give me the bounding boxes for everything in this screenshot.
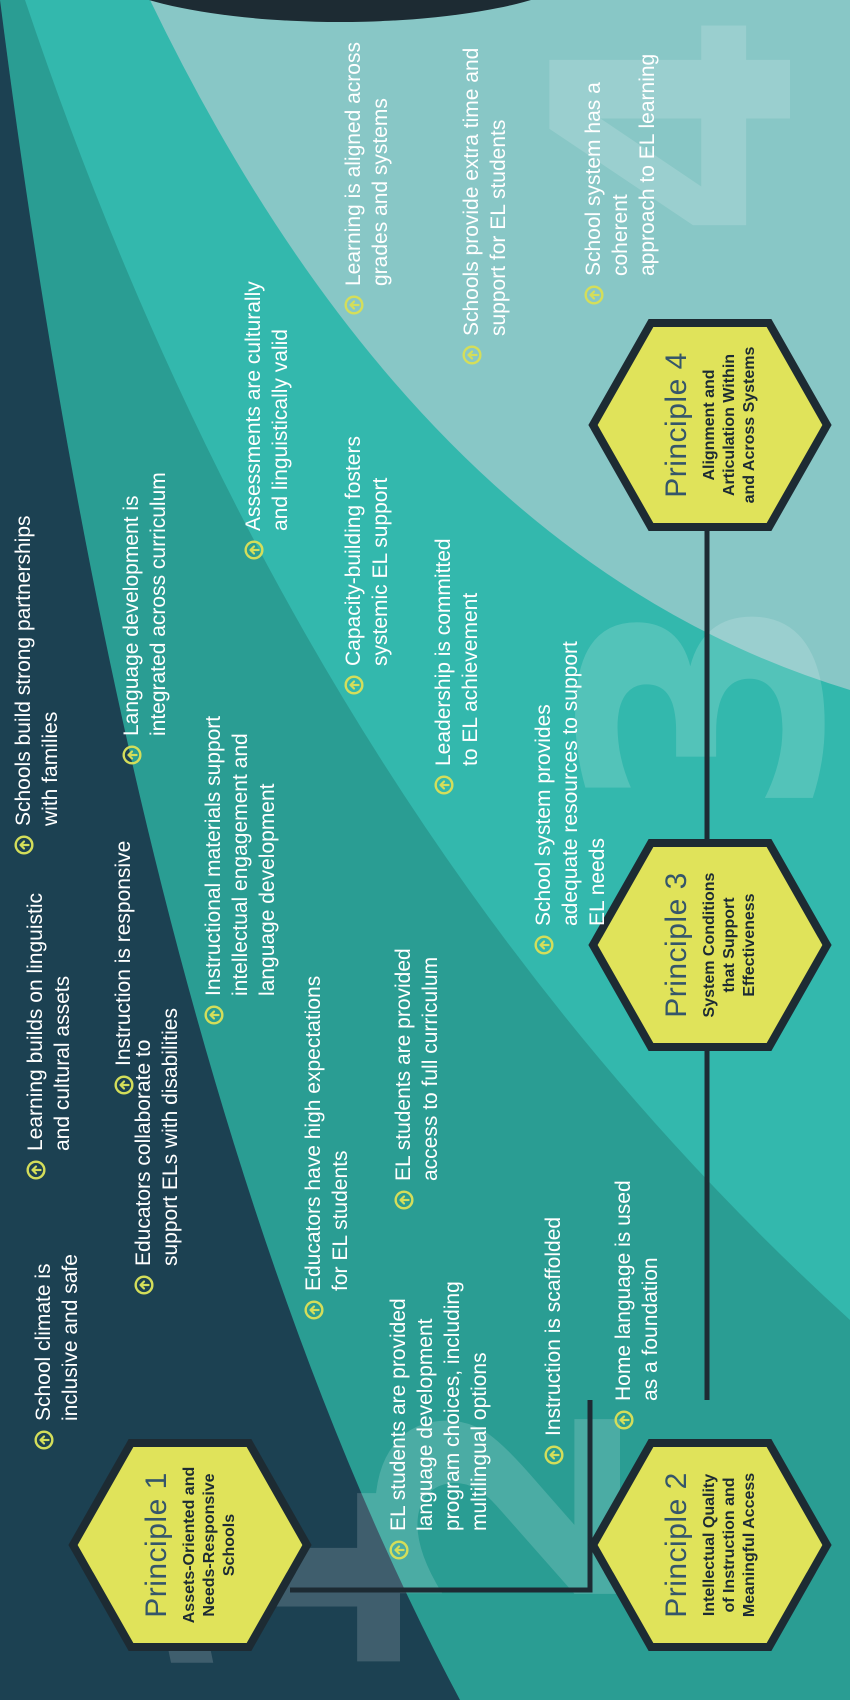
bullet-text: Schools build strong partnerships with f… (12, 515, 62, 826)
principle-2-bullet: Instructional materials support intellec… (200, 716, 281, 1025)
principle-4-bullet: Learning is aligned across grades and sy… (340, 42, 394, 315)
principle-2-hexagon: Principle 2 Intellectual Quality of Inst… (585, 1435, 835, 1655)
principle-2-bullet: Language development is integrated acros… (118, 472, 172, 765)
background-numeral-3: 3 (514, 590, 850, 820)
principle-4-bullet: School system has a coherent approach to… (580, 0, 661, 305)
arrow-up-circle-icon (344, 295, 364, 315)
principle-1-bullet: School climate is inclusive and safe (30, 1254, 84, 1450)
principle-1-bullet: Learning builds on linguistic and cultur… (22, 893, 76, 1180)
principle-3-bullet: Capacity-building fosters systemic EL su… (340, 436, 394, 695)
bullet-text: Schools provide extra time and support f… (460, 47, 510, 336)
arrow-up-circle-icon (244, 540, 264, 560)
principle-1-hexagon: Principle 1 Assets-Oriented and Needs-Re… (65, 1435, 315, 1655)
bullet-text: Instruction is scaffolded (542, 1216, 565, 1436)
arrow-up-circle-icon (584, 285, 604, 305)
principle-3-bullet: School system provides adequate resource… (530, 641, 611, 955)
arrow-up-circle-icon (122, 745, 142, 765)
connector-1-2 (290, 1400, 593, 1593)
principle-2-bullet: Instruction is scaffolded (540, 1217, 567, 1465)
principle-2-title: Intellectual Quality of Instruction and … (701, 1472, 758, 1618)
bullet-text: Learning builds on linguistic and cultur… (24, 893, 74, 1151)
arrow-up-circle-icon (544, 1445, 564, 1465)
principle-1-label: Principle 1 (140, 1472, 173, 1618)
arrow-up-circle-icon (389, 1540, 409, 1560)
bullet-text: Instruction is responsive (112, 840, 135, 1066)
principle-2-bullet: EL students are provided language develo… (385, 1281, 493, 1560)
principle-3-hexagon: Principle 3 System Conditions that Suppo… (585, 835, 835, 1055)
arrow-up-circle-icon (394, 1190, 414, 1210)
bullet-text: Instructional materials support intellec… (202, 715, 279, 996)
principle-3-bullet: Leadership is committed to EL achievemen… (430, 538, 484, 795)
principle-1-title: Assets-Oriented and Needs-Responsive Sch… (181, 1466, 238, 1624)
bullet-text: Educators collaborate to support ELs wit… (132, 1008, 182, 1266)
principle-3-bullet: Assessments are culturally and linguisti… (240, 281, 294, 560)
principle-4-title: Alignment and Articulation Within and Ac… (701, 346, 758, 504)
principle-4-label: Principle 4 (660, 352, 693, 498)
arrow-up-circle-icon (34, 1430, 54, 1450)
principle-2-bullet: EL students are provided access to full … (390, 948, 444, 1210)
principle-4-bullet: Schools provide extra time and support f… (458, 48, 512, 365)
bullet-text: Capacity-building fosters systemic EL su… (342, 436, 392, 666)
arrow-up-circle-icon (204, 1005, 224, 1025)
bullet-text: EL students are provided language develo… (387, 1281, 491, 1531)
arrow-up-circle-icon (344, 675, 364, 695)
bullet-text: School system provides adequate resource… (532, 641, 609, 926)
principle-2-bullet: Educators have high expectations for EL … (300, 976, 354, 1320)
arrow-up-circle-icon (462, 345, 482, 365)
bullet-text: Language development is integrated acros… (120, 472, 170, 736)
arrow-up-circle-icon (434, 775, 454, 795)
principle-4-hexagon: Principle 4 Alignment and Articulation W… (585, 315, 835, 535)
bullet-text: School system has a coherent approach to… (582, 53, 659, 276)
bullet-text: School climate is inclusive and safe (32, 1254, 82, 1421)
principle-2-label: Principle 2 (660, 1472, 693, 1618)
bullet-text: Learning is aligned across grades and sy… (342, 42, 392, 286)
arrow-up-circle-icon (26, 1160, 46, 1180)
principle-3-label: Principle 3 (660, 872, 693, 1018)
bullet-text: Leadership is committed to EL achievemen… (432, 538, 482, 766)
principle-3-title: System Conditions that Support Effective… (701, 872, 758, 1018)
principle-2-bullet: Home language is used as a foundation (610, 1180, 664, 1430)
principle-1-bullet: Educators collaborate to support ELs wit… (130, 1008, 184, 1295)
bullet-text: Home language is used as a foundation (612, 1180, 662, 1401)
bullet-text: Educators have high expectations for EL … (302, 975, 352, 1291)
principle-1-bullet: Schools build strong partnerships with f… (10, 515, 64, 855)
background-numeral-4: 4 (484, 10, 850, 240)
principle-1-bullet: Instruction is responsive (110, 841, 137, 1095)
arrow-up-circle-icon (304, 1300, 324, 1320)
top-dark-shape (149, 0, 531, 22)
arrow-up-circle-icon (114, 1075, 134, 1095)
arrow-up-circle-icon (134, 1275, 154, 1295)
bullet-text: Assessments are culturally and linguisti… (242, 281, 292, 531)
arrow-up-circle-icon (534, 935, 554, 955)
bullet-text: EL students are provided access to full … (392, 948, 442, 1181)
arrow-up-circle-icon (14, 835, 34, 855)
arrow-up-circle-icon (614, 1410, 634, 1430)
